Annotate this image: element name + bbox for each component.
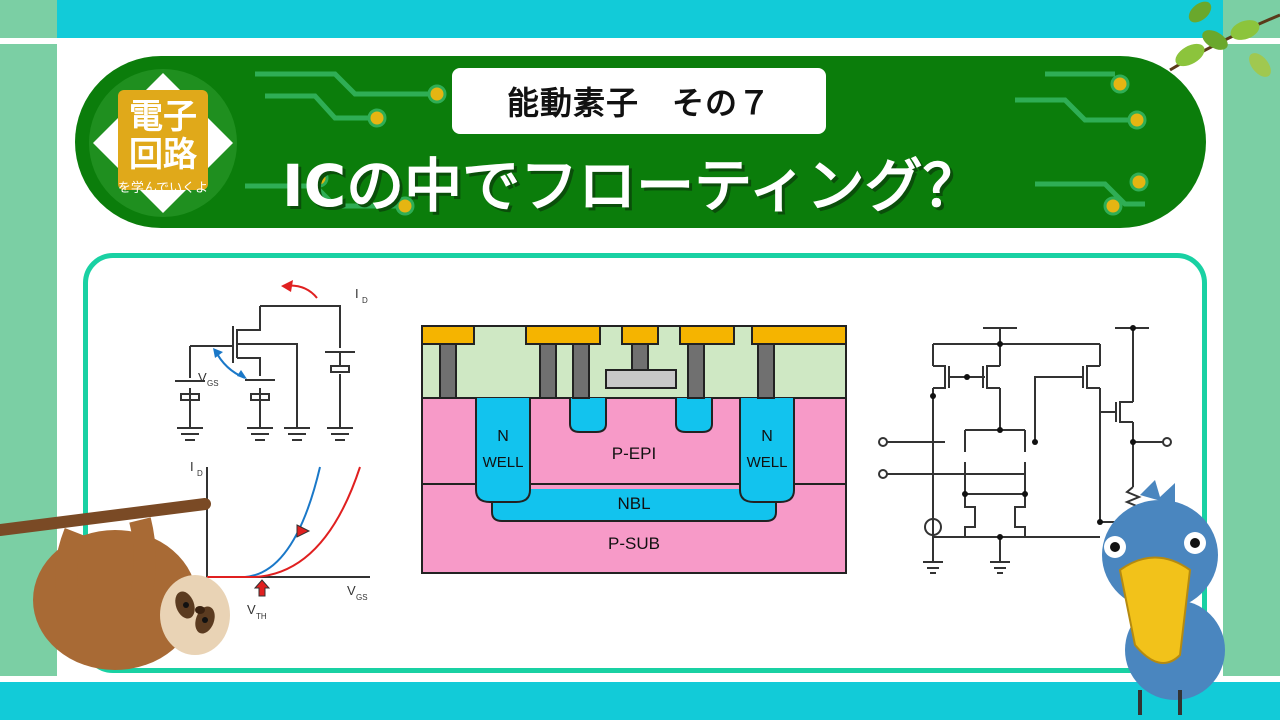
opamp-schematic <box>878 325 1172 574</box>
vth-label: V <box>247 602 256 617</box>
vgs-label: V <box>198 370 207 385</box>
page-title: ICの中でフローティング？ <box>282 152 981 220</box>
nwell-left-label-1: N <box>497 428 509 445</box>
p-sub-label: P-SUB <box>608 534 660 553</box>
top-divider <box>0 38 1280 42</box>
graph-y-sub: D <box>197 469 203 478</box>
graph-x-sub: GS <box>356 593 368 602</box>
nbl-label: NBL <box>617 494 650 513</box>
header-banner <box>75 56 1206 228</box>
leaves-decoration <box>1169 1 1280 77</box>
nwell-left <box>475 398 531 503</box>
nwell-left-label-2: WELL <box>483 454 524 471</box>
nbl-region <box>491 489 777 522</box>
logo-line2: 回路 <box>129 136 198 174</box>
n-diff-left <box>569 398 607 433</box>
series-badge: 能動素子 その７ <box>452 68 826 134</box>
graph-y-label: I <box>190 459 194 474</box>
shoebill-mascot <box>1102 480 1225 715</box>
id-sub: D <box>362 296 368 305</box>
n-diff-right <box>675 398 713 433</box>
nwell-right-label-1: N <box>761 428 773 445</box>
vth-sub: TH <box>256 612 267 621</box>
id-label: I <box>355 286 359 301</box>
graph-x-label: V <box>347 583 356 598</box>
right-side-strip <box>1223 44 1280 676</box>
shift-arrow <box>296 524 311 538</box>
circuit-trace-decoration <box>245 71 1149 216</box>
nwell-right-label-2: WELL <box>747 454 788 471</box>
sloth-mascot <box>0 498 230 670</box>
logo-line1: 電子 <box>129 98 197 136</box>
gate-poly <box>605 369 677 389</box>
bottom-band <box>0 682 1280 720</box>
top-band <box>0 0 1280 38</box>
nwell-right <box>739 398 795 503</box>
bottom-divider <box>0 676 1280 680</box>
ic-cross-section: N WELL N WELL P-EPI NBL P-SUB <box>421 325 847 574</box>
p-epi-label: P-EPI <box>612 444 656 463</box>
site-logo: 電子 回路 を学んでいくよ <box>89 69 237 217</box>
logo-tagline: を学んでいくよ <box>118 180 208 195</box>
vgs-sub: GS <box>207 379 219 388</box>
mosfet-bias-circuit: I D V GS <box>175 280 368 441</box>
vth-arrow <box>253 579 271 597</box>
curve-after <box>207 466 361 578</box>
corner-left <box>0 0 57 38</box>
